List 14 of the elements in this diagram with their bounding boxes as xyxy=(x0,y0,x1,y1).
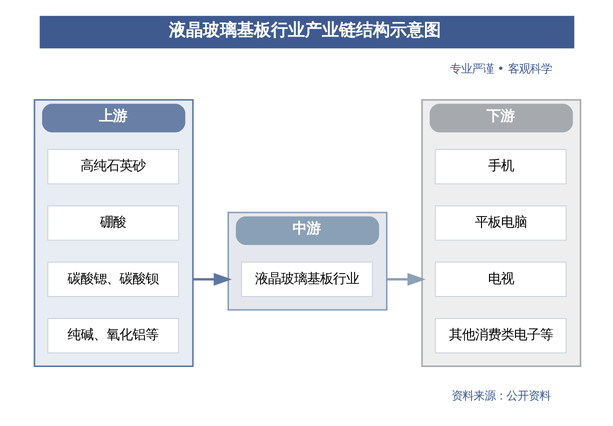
arrow xyxy=(192,272,232,286)
label: 资料来源：公开资料 xyxy=(450,388,550,403)
node-box: 高纯石英砂 xyxy=(46,149,179,184)
node-box: 硼酸 xyxy=(46,205,179,241)
node-box: 平板电脑 xyxy=(434,205,566,241)
label: 专业严谨 • 客观科学 xyxy=(449,61,552,76)
node-box: 纯碱、氧化铝等 xyxy=(46,318,179,354)
node-box: 液晶玻璃基板行业 xyxy=(240,262,372,297)
node-box: 手机 xyxy=(434,149,566,184)
arrow xyxy=(386,272,426,286)
node-box: 电视 xyxy=(434,262,566,297)
node-box: 碳酸锶、碳酸钡 xyxy=(46,262,179,297)
node-box: 其他消费类电子等 xyxy=(434,318,566,354)
diagram-title: 液晶玻璃基板行业产业链结构示意图 xyxy=(168,20,441,40)
